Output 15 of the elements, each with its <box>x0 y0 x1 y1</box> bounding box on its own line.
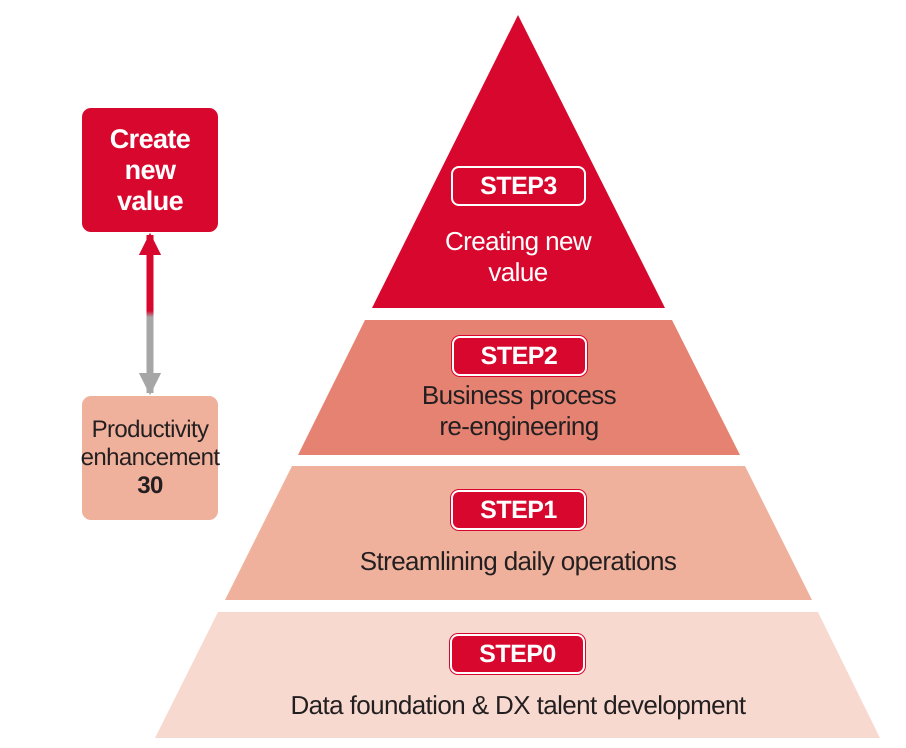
pyramid-tier <box>155 612 880 738</box>
step-badge: STEP3 <box>451 166 586 206</box>
step-badge: STEP2 <box>452 336 586 376</box>
tier-label: Creating new value <box>444 226 593 288</box>
pyramid-tier <box>298 320 740 455</box>
double-arrow <box>138 232 162 396</box>
pyramid-tier <box>372 15 665 308</box>
step-badge: STEP1 <box>451 490 586 530</box>
step-badge: STEP0 <box>450 634 585 674</box>
tier-label: Business process re-engineering <box>420 380 618 442</box>
tier-label: Streamlining daily operations <box>358 546 678 577</box>
text-box: Create new value <box>82 108 218 232</box>
text-box: Productivity enhancement 30 <box>82 396 218 520</box>
tier-label: Data foundation & DX talent development <box>289 690 747 721</box>
pyramid-tier <box>225 466 812 600</box>
